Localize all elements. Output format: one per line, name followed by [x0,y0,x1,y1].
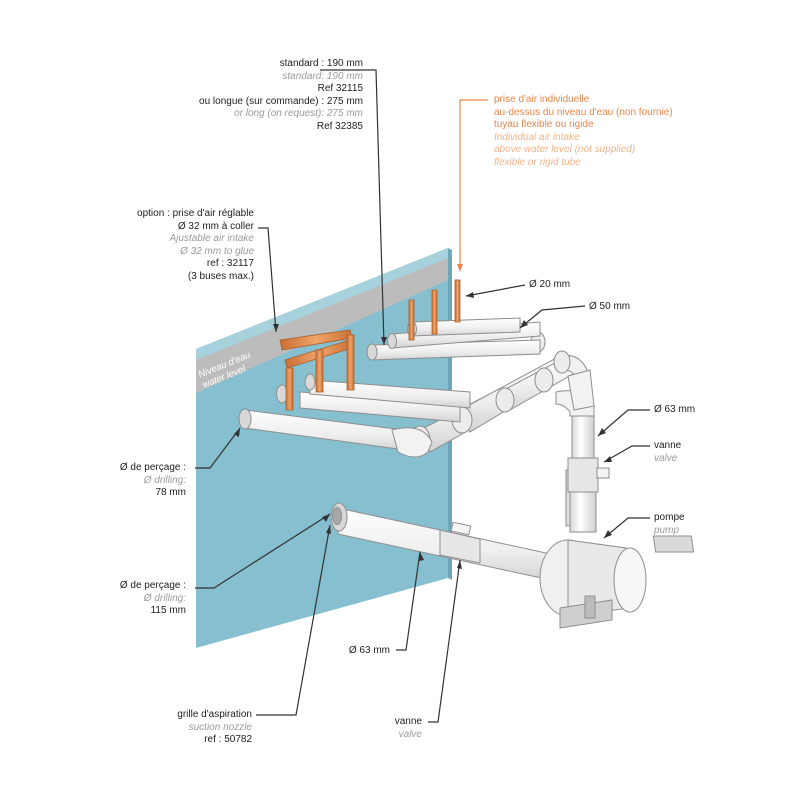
leader-d63-bottom [396,551,421,651]
drill78-val: 78 mm [155,487,186,498]
label-pump: pompe pump [654,512,685,537]
leader-suction [256,524,331,716]
length-long-ref: Ref 32385 [316,120,363,132]
label-length: standard : 190 mm standard: 190 mm Ref 3… [199,58,363,133]
option-note: (3 buses max.) [187,270,254,282]
label-d63-bottom: Ø 63 mm [348,645,390,656]
drill115-fr: Ø de perçage : [119,580,186,591]
pump-en: pump [654,524,680,536]
valve-bottom-handle [450,521,472,536]
leader-lines [195,69,650,723]
valve-top-fr: vanne [654,440,682,451]
leader-drill115 [195,513,331,589]
drill115-val: 115 mm [150,605,186,616]
return-nozzle-4 [366,343,378,361]
valve-bottom-fr: vanne [394,716,422,727]
return-nozzle-3 [304,373,316,391]
valve-top-handle [596,467,610,479]
valve-top-en: valve [654,452,678,464]
air-intake-en1: Individual air intake [494,131,580,143]
leader-valve-bottom [428,559,461,723]
option-en2: Ø 32 mm to glue [180,245,254,257]
label-drill115: Ø de perçage : Ø drilling: 115 mm [120,580,186,618]
air-intake-fr3: tuyau flexible ou rigide [494,119,594,130]
label-air-intake: prise d'air individuelle au-dessus du ni… [494,94,673,169]
pump-motor [613,547,647,613]
air-intake-tubes [279,279,461,411]
suction-fr: grille d'aspiration [177,709,252,720]
suction-ref: ref : 50782 [204,734,252,745]
label-option: option : prise d'air réglable Ø 32 mm à … [137,208,254,283]
option-fr1: option : prise d'air réglable [137,208,254,219]
return-nozzle-5 [387,333,397,349]
drill78-fr: Ø de perçage : [119,462,186,473]
elbow-lower [391,427,433,458]
length-standard-ref: Ref 32115 [317,83,363,94]
vertical-pipe [555,390,610,533]
valve-bottom-en: valve [398,728,422,740]
option-ref: ref : 32117 [206,258,254,269]
leader-d63-top [597,409,650,437]
leader-d50 [519,305,586,329]
label-d63-top: Ø 63 mm [654,404,696,415]
length-standard-fr: standard : 190 mm [279,58,363,69]
leader-valve-top [603,445,650,463]
water-level-band [196,258,448,393]
label-drill78: Ø de perçage : Ø drilling: 78 mm [120,462,186,500]
return-nozzle-1 [238,408,252,430]
label-d20: Ø 20 mm [529,279,571,290]
air-intake-en2: above water level (not supplied) [494,144,636,155]
length-long-en: or long (on request): 275 mm [234,108,363,119]
option-fr2: Ø 32 mm à coller [177,220,254,232]
air-intake-fr1: prise d'air individuelle [494,94,590,105]
label-suction: grille d'aspiration suction nozzle ref :… [177,709,252,747]
pump [539,469,695,629]
length-standard-en: standard: 190 mm [282,70,363,82]
label-valve-top: vanne valve [654,440,681,465]
drill78-en: Ø drilling: [143,474,186,486]
leader-length [320,69,385,346]
option-en1: Ajustable air intake [169,233,255,244]
valve-bottom-body [439,529,481,564]
length-long-fr: ou longue (sur commande) : 275 mm [199,95,363,107]
drill115-en: Ø drilling: [143,592,186,604]
valve-top-body [567,457,599,493]
leader-markers [234,292,612,569]
air-intake-marker [457,264,463,272]
label-d50: Ø 50 mm [589,301,631,312]
air-intake-fr2: au-dessus du niveau d'eau (non fournie) [494,106,673,118]
suction-en: suction nozzle [188,721,252,733]
leader-air-intake [459,99,488,270]
air-intake-en3: flexible or rigid tube [494,156,581,168]
leader-pump [603,517,650,539]
manifold-50 [409,331,595,455]
leader-drill78 [195,427,241,469]
label-valve-bottom: vanne valve [395,716,422,741]
pump-fr: pompe [654,512,685,523]
leader-option [258,227,277,333]
leader-d20 [465,284,526,297]
